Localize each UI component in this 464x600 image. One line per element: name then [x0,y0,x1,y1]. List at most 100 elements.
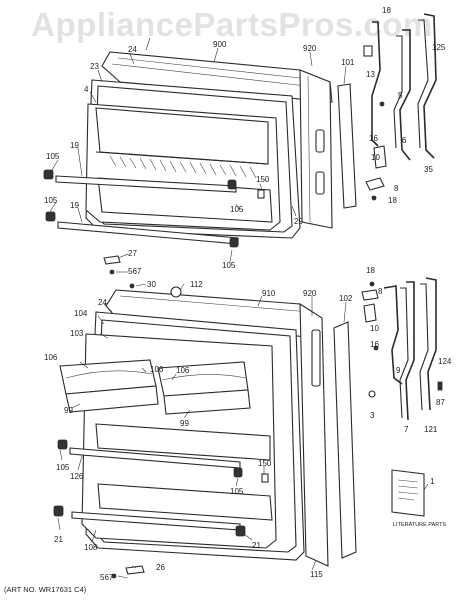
callout-19-b: 19 [70,201,79,210]
freezer-hinge-plate-8 [365,177,385,191]
callout-4: 4 [84,85,89,94]
fresh-food-hinge-screw-18 [369,281,375,287]
callout-105-b: 105 [44,196,58,205]
callout-124: 124 [438,357,452,366]
fresh-food-door-screw-30 [129,283,135,289]
callout-920-bottom: 920 [303,289,317,298]
fresh-food-door-stop [261,473,269,483]
callout-106-c: 106 [176,366,190,375]
callout-115: 115 [310,570,323,579]
callout-102: 102 [339,294,353,303]
callout-106-a: 106 [44,353,58,362]
callout-150-top: 150 [256,175,270,184]
freezer-shelf-ribs [109,155,257,179]
callout-567-bottom: 567 [100,573,114,582]
freezer-hinge-bracket-upper [371,21,381,147]
callout-105-c: 105 [230,205,244,214]
freezer-door-stop [257,189,265,199]
fresh-food-hinge-arm-121 [425,277,437,411]
callout-900: 900 [213,40,227,49]
callout-16: 16 [369,134,378,143]
fresh-food-hinge-pin-16 [373,345,379,351]
fresh-food-hinge-plate-8 [361,289,379,301]
callout-29: 29 [294,217,303,226]
fresh-food-hinge-arm-7 [405,281,415,421]
fresh-food-bar-clip-right-lower [235,525,246,537]
fresh-food-hinge-arm-9 [383,285,403,385]
callout-121: 121 [424,425,438,434]
freezer-bar-clip-right-upper [227,179,237,190]
callout-99-b: 99 [180,419,189,428]
freezer-door-handle-slot [315,129,325,153]
callout-16-bottom: 16 [370,340,379,349]
freezer-shelf-bar-upper [55,175,237,193]
freezer-bar-clip-right-lower [229,237,239,248]
freezer-hinge-arm-35 [423,13,437,159]
fresh-food-door-seal-strip [333,321,357,559]
callout-125: 125 [432,43,446,52]
callout-920-top: 920 [303,44,317,53]
callout-18-mid: 18 [388,196,397,205]
fresh-food-shelf-lower [97,483,273,521]
freezer-hinge-arm-inner-35 [417,19,429,149]
callout-13: 13 [366,70,375,79]
callout-8-bottom: 8 [378,287,383,296]
freezer-door-seal-strip [337,83,357,209]
fresh-food-bar-clip-right-middle [233,467,243,478]
callout-21-a: 21 [54,535,63,544]
freezer-door-assembly [43,13,437,275]
callout-1: 1 [430,477,435,486]
callout-27: 27 [128,249,137,258]
callout-103: 103 [70,329,84,338]
callout-567-top: 567 [128,267,142,276]
freezer-hinge-arm-6 [399,29,411,161]
callout-87: 87 [436,398,445,407]
fresh-food-shelf-middle [95,423,271,461]
callout-10-bottom: 10 [370,324,379,333]
freezer-leader-lines [49,37,347,273]
freezer-hinge-screw-18 [371,195,377,201]
callout-105-bottom-b: 105 [230,487,244,496]
fresh-food-hinge-pin-124 [437,381,443,391]
callout-30: 30 [147,280,156,289]
callout-21-b: 21 [252,541,261,550]
callout-910: 910 [262,289,276,298]
callout-112: 112 [190,280,203,289]
callout-105-d: 105 [222,261,236,270]
fresh-food-door-plug [170,286,182,298]
callout-99-a: 99 [64,406,73,415]
callout-105-a: 105 [46,152,60,161]
callout-5: 5 [398,91,403,100]
freezer-hinge-pin-cover [363,45,373,57]
freezer-hinge-arm-inner-6 [393,35,403,149]
callout-105-bottom-a: 105 [56,463,70,472]
callout-7: 7 [404,425,409,434]
callout-101: 101 [341,58,355,67]
callout-10: 10 [371,153,380,162]
dairy-bin-right [163,389,251,415]
fresh-food-hinge-arm-inner-7 [399,287,409,419]
watermark: AppliancePartsPros.com [31,6,433,43]
freezer-door-handle-slot-lower [315,171,325,195]
callout-24-top: 24 [128,45,137,54]
fresh-food-bar-end-cap-lower [53,505,64,517]
freezer-bar-end-cap-upper [43,169,54,180]
art-number: (ART NO. WR17631 C4) [4,585,87,594]
callout-26: 26 [156,563,165,572]
callout-104: 104 [74,309,88,318]
literature-parts-label: LITERATURE PARTS [393,522,447,528]
dairy-bin-left [65,385,159,413]
fresh-food-hinge-bushing-3 [368,390,376,398]
callout-18-top: 18 [382,6,391,15]
freezer-callouts: 18 900 920 125 24 23 101 13 5 4 16 6 105… [44,6,446,276]
fresh-food-door-outer-panel [299,302,329,567]
fresh-food-bar-end-cap-middle [57,439,68,450]
callout-150-bottom: 150 [258,459,272,468]
fresh-food-hinge-block-10 [363,303,377,323]
callout-108: 108 [84,543,98,552]
callout-9: 9 [396,366,401,375]
fresh-food-callouts: 18 30 112 910 920 24 8 104 10 102 103 16… [44,266,452,582]
callout-35: 35 [424,165,433,174]
